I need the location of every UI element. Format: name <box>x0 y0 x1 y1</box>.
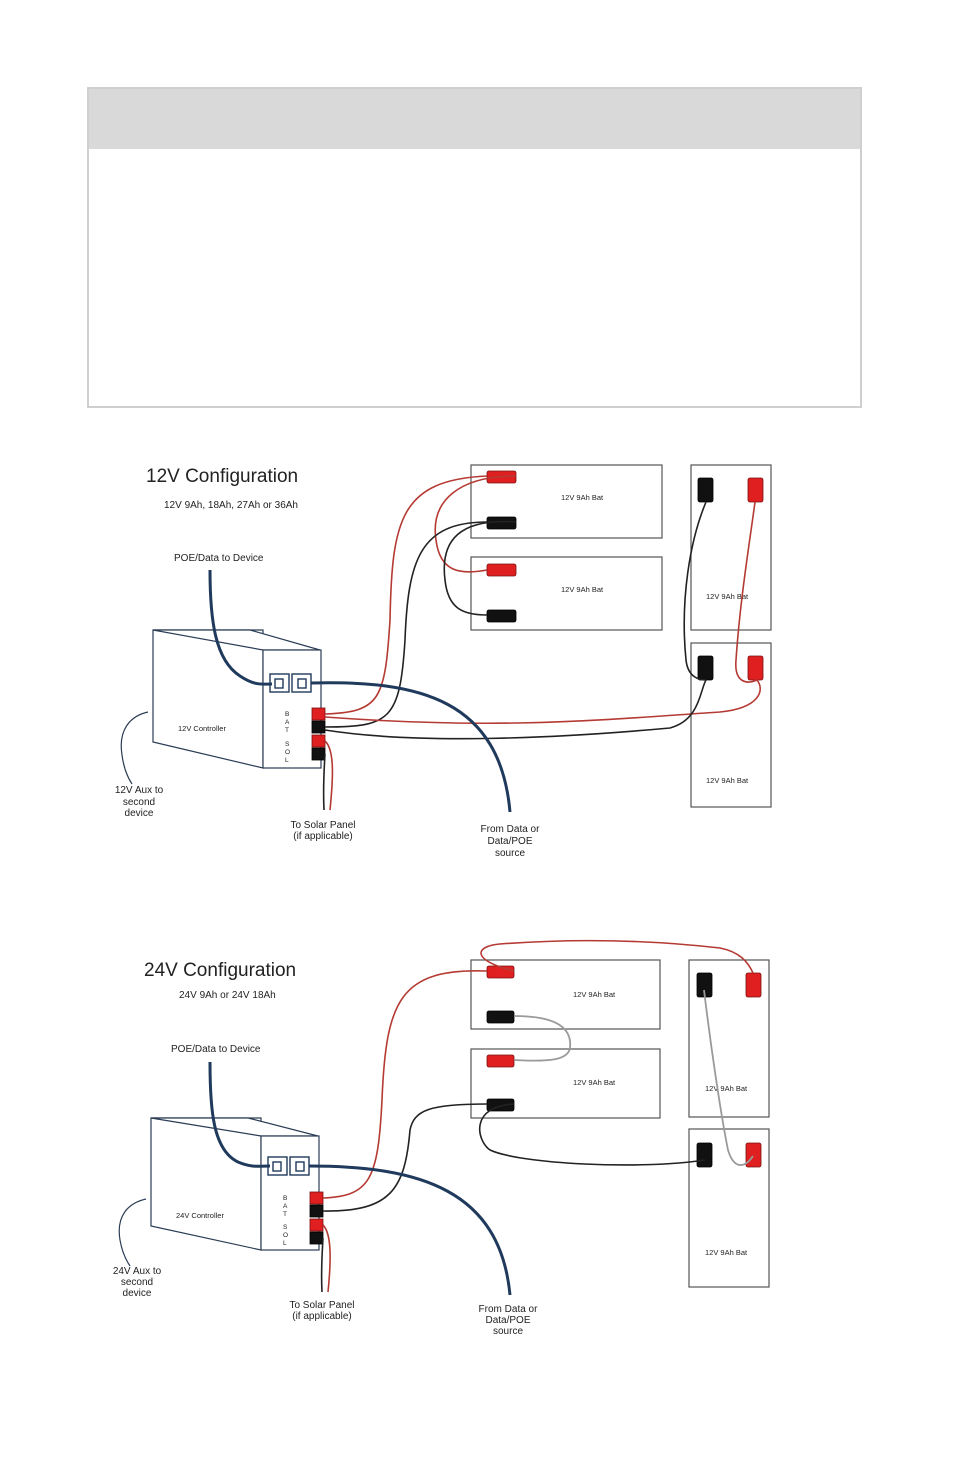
solar-wire-black <box>320 1237 324 1293</box>
battery-label: 12V 9Ah Bat <box>573 1078 616 1087</box>
solar-label: (if applicable) <box>293 831 352 842</box>
battery-negative-terminal <box>697 477 714 503</box>
source-label: From Data or <box>479 1304 539 1315</box>
solar-label: To Solar Panel <box>290 820 355 831</box>
aux-label: second <box>121 1277 153 1288</box>
wire-red <box>322 970 488 1199</box>
wire-red <box>735 501 758 683</box>
bat-negative-terminal <box>311 720 326 734</box>
battery-label: 12V 9Ah Bat <box>573 990 616 999</box>
sol-letter: S <box>285 741 290 748</box>
poe-cable <box>208 569 273 686</box>
controller-24v: 24V Controller B A T S O L <box>150 1117 324 1251</box>
battery-positive-terminal <box>747 477 764 503</box>
controller-12v: 12V Controller B A T S O L <box>152 629 326 769</box>
aux-label: device <box>123 1288 152 1299</box>
battery-positive-terminal <box>486 1054 515 1068</box>
wire-black <box>324 679 707 740</box>
diagram-12v-title: 12V Configuration <box>146 466 298 487</box>
wire-black <box>478 1103 706 1166</box>
sol-letter: L <box>285 757 289 764</box>
sol-positive-terminal <box>311 734 326 748</box>
header-box <box>87 87 862 408</box>
battery-negative-terminal <box>697 655 714 681</box>
source-label: Data/POE <box>487 836 532 847</box>
data-source-cable <box>308 1164 512 1296</box>
diagram-12v-subtitle: 12V 9Ah, 18Ah, 27Ah or 36Ah <box>164 500 298 511</box>
diagram-24v-subtitle: 24V 9Ah or 24V 18Ah <box>179 990 276 1001</box>
source-label: source <box>495 848 525 859</box>
battery-label: 12V 9Ah Bat <box>561 585 604 594</box>
controller-12v-label: 12V Controller <box>178 724 226 733</box>
sol-letter: O <box>283 1232 288 1239</box>
sol-letter: L <box>283 1240 287 1247</box>
battery-positive-terminal <box>486 563 517 577</box>
poe-cable <box>208 1061 271 1168</box>
solar-label: (if applicable) <box>292 1311 351 1322</box>
sol-letter: S <box>283 1224 288 1231</box>
bat-letter: A <box>283 1203 288 1210</box>
bat-letter: A <box>285 719 290 726</box>
wire-black <box>324 521 488 728</box>
data-source-cable <box>310 681 512 813</box>
wire-red <box>480 939 754 974</box>
solar-wire-black <box>322 753 326 811</box>
battery-positive-terminal <box>745 972 762 998</box>
diagram-24v: 24V Configuration 24V 9Ah or 24V 18Ah PO… <box>113 939 770 1337</box>
header-bar <box>89 89 860 149</box>
bat-positive-terminal <box>311 707 326 721</box>
source-label: Data/POE <box>485 1315 530 1326</box>
bat-letter: B <box>285 711 289 718</box>
bat-letter: T <box>285 727 289 734</box>
battery-negative-terminal <box>486 1010 515 1024</box>
sol-negative-terminal <box>309 1231 324 1245</box>
controller-24v-label: 24V Controller <box>176 1211 224 1220</box>
sol-negative-terminal <box>311 747 326 761</box>
aux-cable <box>120 711 149 785</box>
aux-label: 12V Aux to <box>115 785 164 796</box>
aux-label: device <box>125 808 154 819</box>
solar-label: To Solar Panel <box>289 1300 354 1311</box>
wire-black <box>443 520 517 616</box>
source-label: From Data or <box>481 824 541 835</box>
diagram-24v-poe-label: POE/Data to Device <box>171 1044 261 1055</box>
bat-letter: B <box>283 1195 287 1202</box>
battery-label: 12V 9Ah Bat <box>705 1248 748 1257</box>
wire-black <box>683 501 707 681</box>
battery-positive-terminal <box>747 655 764 681</box>
battery-negative-terminal <box>696 1142 713 1168</box>
aux-label: second <box>123 797 155 808</box>
battery-label: 12V 9Ah Bat <box>706 776 749 785</box>
wire-red <box>324 679 761 725</box>
wire-black <box>322 1103 488 1212</box>
diagram-12v: 12V Configuration 12V 9Ah, 18Ah, 27Ah or… <box>115 464 772 859</box>
battery-label: 12V 9Ah Bat <box>706 592 749 601</box>
wire-gray <box>703 989 754 1166</box>
solar-wire-red <box>324 740 334 811</box>
battery-negative-terminal <box>486 516 517 530</box>
diagram-12v-poe-label: POE/Data to Device <box>174 553 264 564</box>
solar-wire-red <box>322 1224 331 1293</box>
battery-label: 12V 9Ah Bat <box>705 1084 748 1093</box>
aux-label: 24V Aux to <box>113 1266 162 1277</box>
wire-red <box>324 475 488 715</box>
bat-positive-terminal <box>309 1191 324 1205</box>
aux-cable <box>118 1198 147 1267</box>
diagram-24v-title: 24V Configuration <box>144 960 296 981</box>
battery-label: 12V 9Ah Bat <box>561 493 604 502</box>
source-label: source <box>493 1326 523 1337</box>
bat-negative-terminal <box>309 1204 324 1218</box>
sol-positive-terminal <box>309 1218 324 1232</box>
wire-gray <box>513 1015 572 1062</box>
battery-negative-terminal <box>486 609 517 623</box>
battery-positive-terminal <box>745 1142 762 1168</box>
sol-letter: O <box>285 749 290 756</box>
bat-letter: T <box>283 1211 287 1218</box>
